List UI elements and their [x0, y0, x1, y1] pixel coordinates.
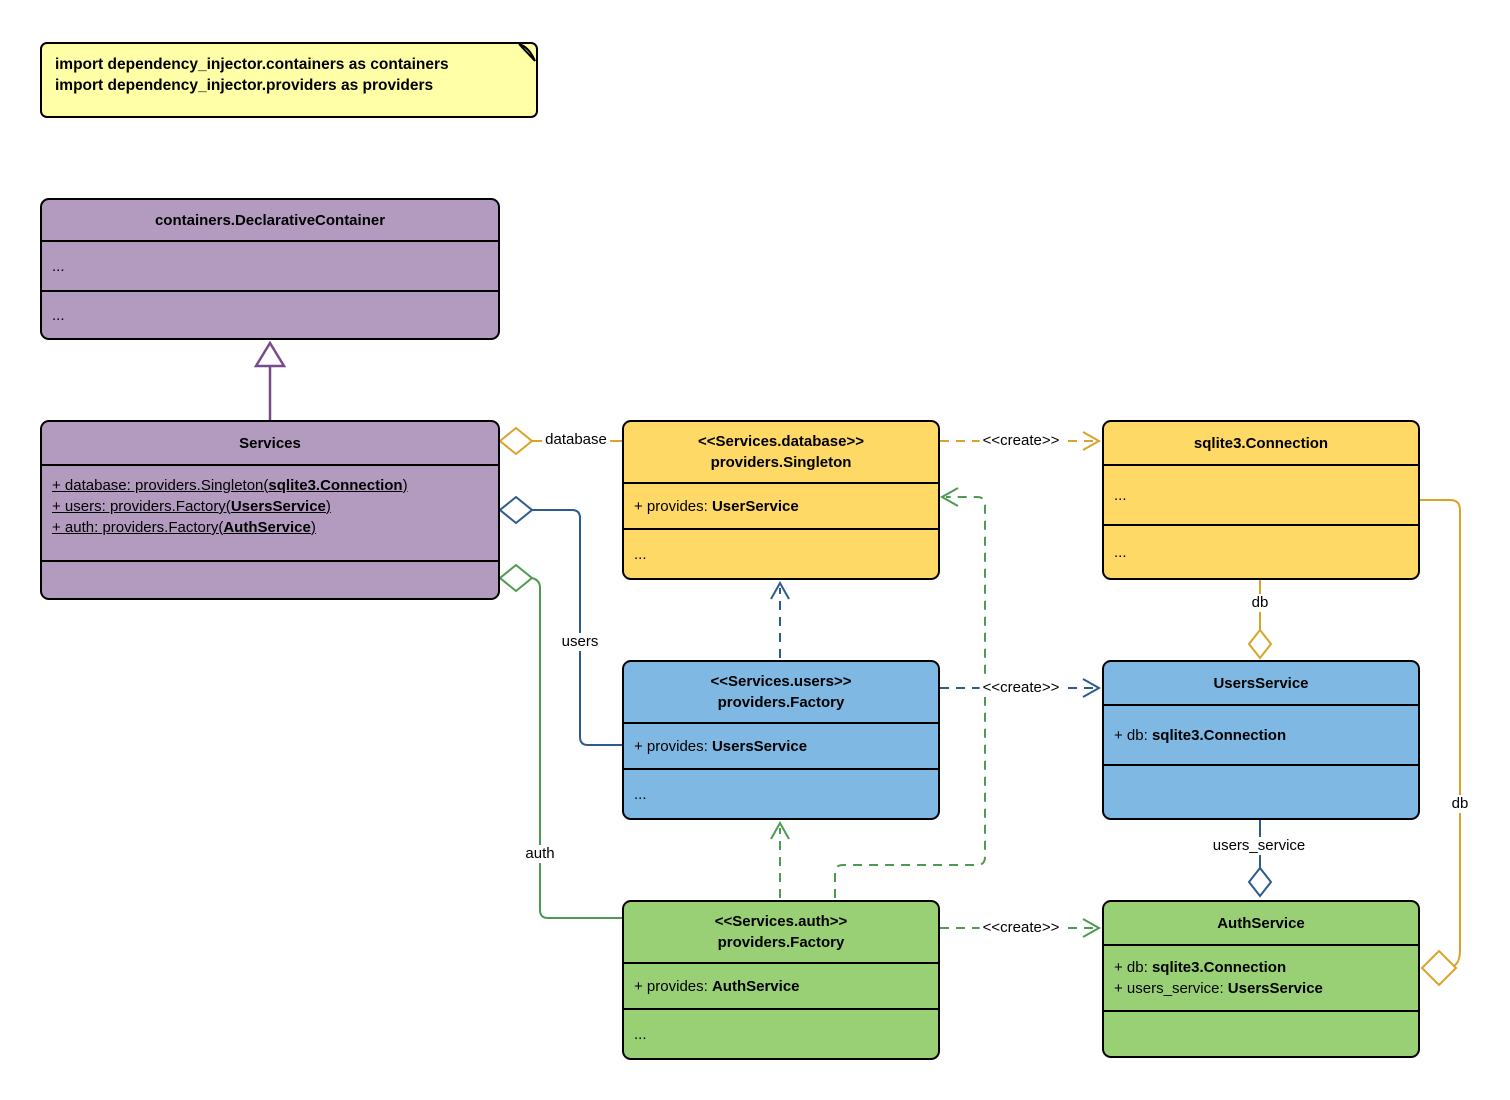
auth-factory-to-users-factory-arrow: [770, 820, 790, 898]
attr-provides: + provides: UsersService: [634, 737, 808, 755]
db-composition-auth-service-edge: [1420, 499, 1461, 987]
edge-label-db-users: db: [1248, 594, 1272, 612]
edge-label-create-users: <<create>>: [979, 679, 1063, 697]
edge-label-database: database: [542, 431, 610, 449]
class-attributes-section: + database: providers.Singleton(sqlite3.…: [42, 464, 498, 560]
class-attributes-section: + provides: UserService: [624, 482, 938, 528]
edge-label-create-auth: <<create>>: [979, 919, 1063, 937]
users-service-composition-edge: [1247, 820, 1273, 898]
class-attributes-section: + db: sqlite3.Connection + users_service…: [1104, 944, 1418, 1010]
class-stereotype: <<Services.auth>>: [714, 913, 848, 930]
users-composition-edge: [498, 495, 622, 746]
users-factory-to-singleton-arrow: [770, 580, 790, 658]
import-note: import dependency_injector.containers as…: [40, 42, 538, 118]
class-attributes-section: ...: [1104, 464, 1418, 524]
class-attributes-section: + provides: AuthService: [624, 962, 938, 1008]
edge-label-create-database: <<create>>: [979, 432, 1063, 450]
attr-users: + users: providers.Factory(UsersService): [52, 498, 331, 515]
attr-provides: + provides: AuthService: [634, 977, 800, 995]
auth-composition-edge: [498, 563, 622, 919]
class-auth-factory: <<Services.auth>> providers.Factory + pr…: [622, 900, 940, 1060]
class-methods-section: [1104, 764, 1418, 818]
class-attributes-section: + provides: UsersService: [624, 722, 938, 768]
create-users-dependency-edge: [940, 678, 1102, 698]
attr-db: + db: sqlite3.Connection: [1114, 959, 1287, 976]
inheritance-connector: [253, 340, 287, 420]
attr-users-service: + users_service: UsersService: [1114, 980, 1323, 997]
edge-label-users-service: users_service: [1209, 837, 1309, 855]
create-database-dependency-edge: [940, 431, 1102, 451]
class-attributes-section: + db: sqlite3.Connection: [1104, 704, 1418, 764]
edge-label-users: users: [558, 633, 602, 651]
attr-provides: + provides: UserService: [634, 497, 799, 515]
class-methods-section: ...: [624, 768, 938, 818]
class-title: sqlite3.Connection: [1193, 434, 1329, 452]
class-title: containers.DeclarativeContainer: [154, 211, 386, 229]
class-users-factory: <<Services.users>> providers.Factory + p…: [622, 660, 940, 820]
class-title: Services: [239, 434, 301, 452]
class-methods-section: [42, 560, 498, 598]
class-sqlite-connection: sqlite3.Connection ... ...: [1102, 420, 1420, 580]
attr-auth: + auth: providers.Factory(AuthService): [52, 519, 316, 536]
class-methods-section: ...: [1104, 524, 1418, 578]
class-title: AuthService: [1217, 914, 1305, 932]
create-auth-dependency-edge: [940, 918, 1102, 938]
class-title: <<Services.auth>> providers.Factory: [624, 902, 938, 962]
class-title: <<Services.users>> providers.Factory: [624, 662, 938, 722]
class-methods-section: [1104, 1010, 1418, 1056]
db-composition-users-service-edge: [1247, 580, 1273, 660]
edge-label-auth: auth: [522, 845, 558, 863]
attr-database: + database: providers.Singleton(sqlite3.…: [52, 477, 408, 494]
auth-factory-to-singleton-arrow: [834, 487, 986, 898]
note-line: import dependency_injector.providers as …: [55, 77, 434, 94]
edge-label-db-auth: db: [1448, 795, 1472, 813]
class-title: <<Services.database>> providers.Singleto…: [624, 422, 938, 482]
class-services: Services + database: providers.Singleton…: [40, 420, 500, 600]
class-stereotype: <<Services.users>>: [710, 673, 852, 690]
class-methods-section: ...: [42, 290, 498, 338]
class-title: UsersService: [1213, 674, 1309, 692]
class-database-singleton: <<Services.database>> providers.Singleto…: [622, 420, 940, 580]
class-stereotype: <<Services.database>>: [698, 433, 864, 450]
note-line: import dependency_injector.containers as…: [55, 56, 449, 73]
note-fold-icon: [518, 43, 536, 62]
class-declarative-container: containers.DeclarativeContainer ... ...: [40, 198, 500, 340]
class-methods-section: ...: [624, 1008, 938, 1058]
class-attributes-section: ...: [42, 240, 498, 290]
class-auth-service: AuthService + db: sqlite3.Connection + u…: [1102, 900, 1420, 1058]
class-users-service: UsersService + db: sqlite3.Connection: [1102, 660, 1420, 820]
attr-db: + db: sqlite3.Connection: [1114, 726, 1287, 744]
class-methods-section: ...: [624, 528, 938, 578]
